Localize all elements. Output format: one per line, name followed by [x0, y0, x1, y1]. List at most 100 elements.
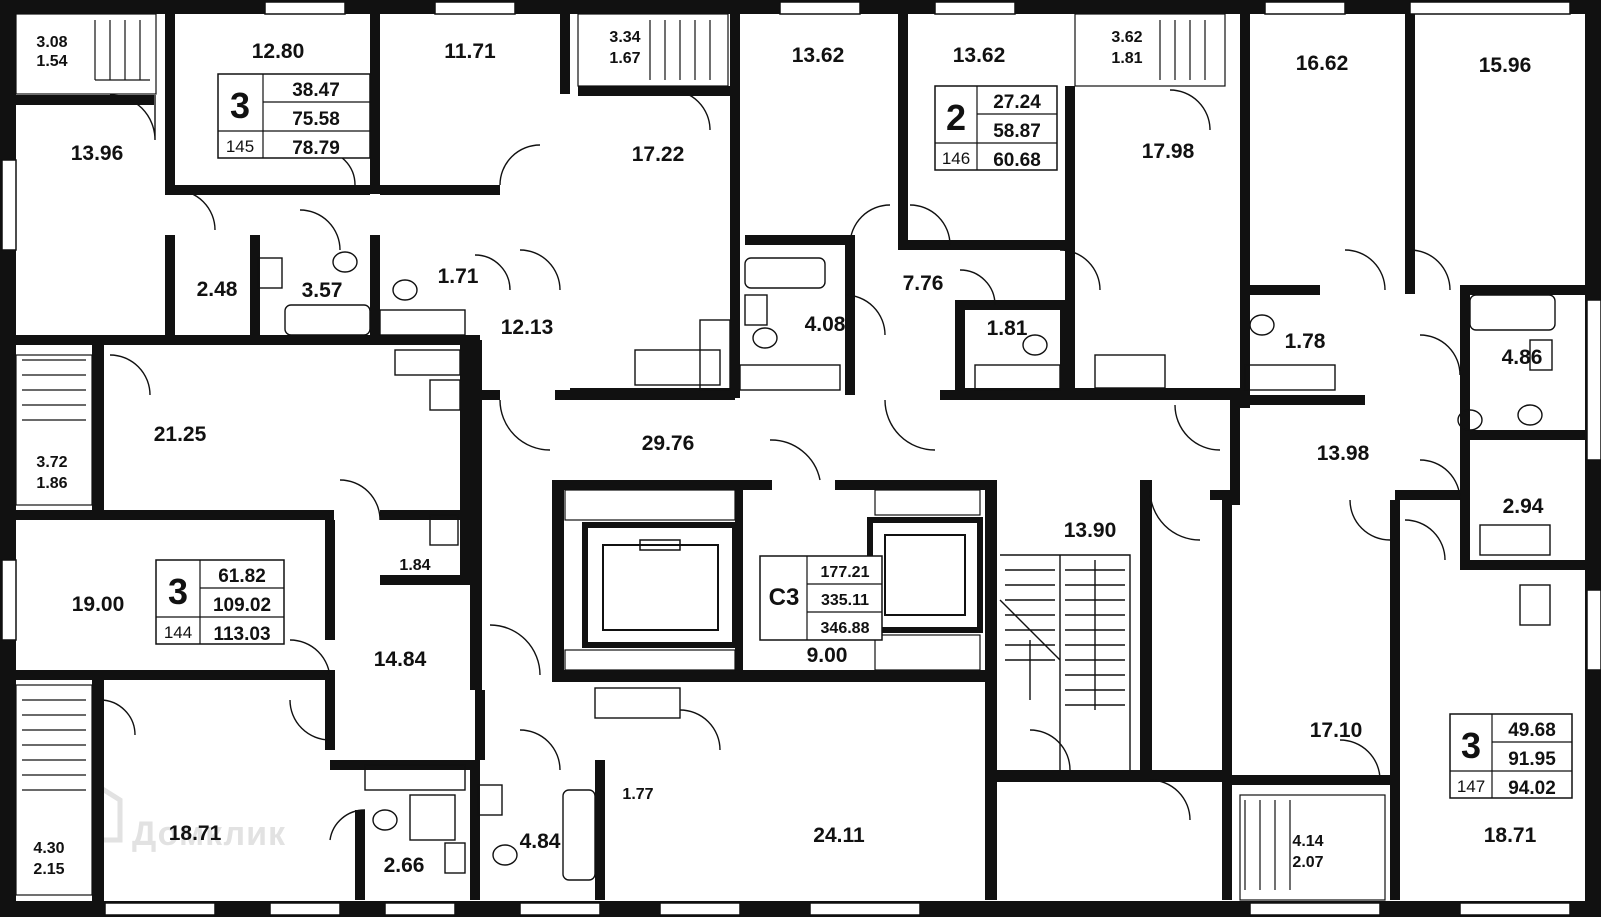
room-area: 4.86	[1502, 346, 1543, 369]
balcony-area: 3.08	[36, 34, 67, 51]
kitchen-counter	[974, 364, 1061, 391]
room-area: 13.90	[1064, 519, 1117, 542]
watermark-text: Домклик	[132, 815, 286, 853]
room-area: 13.98	[1317, 442, 1370, 465]
staircase	[999, 554, 1131, 770]
room-area: 17.98	[1142, 140, 1195, 163]
common-area-badge: С3 177.21 335.11 346.88	[759, 555, 883, 641]
balcony-top-mid2	[1074, 13, 1226, 87]
kitchen-counter	[634, 349, 721, 386]
room-area: 17.10	[1310, 719, 1363, 742]
apartment-number: 146	[942, 149, 970, 168]
balcony-area: 3.34	[609, 29, 640, 46]
plumbing	[257, 251, 1556, 881]
apartment-badge-147: 3 49.68 91.95 147 94.02	[1449, 713, 1573, 799]
toilet	[1517, 404, 1543, 426]
kitchen-counter	[594, 687, 681, 719]
room-area: 24.11	[813, 824, 865, 847]
kitchen-counter	[739, 364, 841, 391]
room-area: 1.78	[1285, 330, 1326, 353]
apartment-rooms: 3	[230, 85, 250, 126]
balcony-area-coef: 1.86	[36, 475, 67, 492]
balcony-area-coef: 1.54	[36, 53, 67, 70]
sink	[257, 257, 283, 289]
balcony-area-coef: 1.81	[1111, 50, 1142, 67]
room-area: 3.57	[302, 279, 343, 302]
sink	[1519, 584, 1551, 626]
sink	[444, 842, 466, 874]
room-area: 18.71	[169, 822, 222, 845]
apartment-living-area: 49.68	[1508, 720, 1556, 741]
room-area: 12.80	[252, 40, 305, 63]
sink	[744, 294, 768, 326]
apartment-number: 145	[226, 137, 254, 156]
balcony-area-coef: 1.67	[609, 50, 640, 67]
balcony-area: 4.30	[33, 840, 64, 857]
room-area: 12.13	[501, 316, 554, 339]
kitchen-counter	[1094, 354, 1166, 389]
apartment-total-with-balcony: 94.02	[1508, 778, 1556, 799]
bathtub	[284, 304, 371, 336]
sink	[429, 379, 461, 411]
balcony-bottom-right	[1239, 794, 1386, 901]
common-area-code: С3	[769, 584, 800, 611]
apartment-badge-145: 3 38.47 75.58 145 78.79	[217, 73, 371, 159]
room-area: 13.62	[953, 44, 1006, 67]
sink	[429, 514, 459, 546]
apartment-number: 144	[164, 623, 192, 642]
room-area: 4.84	[520, 830, 561, 853]
room-labels: 12.80 11.71 13.62 13.62 16.62 15.96 13.9…	[71, 40, 1544, 877]
kitchen-counter	[1244, 364, 1336, 391]
room-area: 9.00	[807, 644, 848, 667]
apartment-badge-146: 2 27.24 58.87 146 60.68	[934, 85, 1058, 171]
kitchen-counter	[1479, 524, 1551, 556]
balcony-area: 3.72	[36, 454, 67, 471]
apartment-living-area: 27.24	[993, 92, 1041, 113]
elevator-large	[582, 522, 738, 648]
toilet	[1457, 409, 1483, 431]
balcony-top-mid1	[577, 13, 729, 87]
room-area: 1.84	[399, 557, 430, 574]
toilet	[492, 844, 518, 866]
apartment-number: 147	[1457, 777, 1485, 796]
bathtub	[744, 257, 826, 289]
kitchen-counter	[379, 309, 466, 336]
kitchen-counter	[394, 349, 461, 376]
apartment-rooms: 3	[1461, 725, 1481, 766]
room-area: 7.76	[903, 272, 944, 295]
balconies	[15, 13, 1386, 901]
balcony-area-coef: 2.07	[1292, 854, 1323, 871]
room-area: 4.08	[805, 313, 846, 336]
sink	[477, 784, 503, 816]
balcony-area: 4.14	[1292, 833, 1323, 850]
shaft-details	[564, 489, 981, 671]
room-area: 2.94	[1503, 495, 1544, 518]
room-area: 16.62	[1296, 52, 1349, 75]
common-area-value: 346.88	[821, 620, 870, 637]
toilet	[392, 279, 418, 301]
toilet	[372, 809, 398, 831]
room-area: 1.71	[438, 265, 479, 288]
apartment-rooms: 3	[168, 571, 188, 612]
room-area: 13.96	[71, 142, 124, 165]
balcony-area-coef: 2.15	[33, 861, 64, 878]
balcony-area: 3.62	[1111, 29, 1142, 46]
apartment-total-with-balcony: 113.03	[213, 624, 270, 645]
apartment-total-area: 75.58	[292, 109, 340, 130]
apartment-total-area: 58.87	[993, 121, 1041, 142]
common-area-value: 177.21	[821, 564, 870, 581]
room-area: 18.71	[1484, 824, 1537, 847]
apartment-total-with-balcony: 60.68	[993, 150, 1041, 171]
apartment-living-area: 61.82	[218, 566, 266, 587]
room-area: 11.71	[444, 40, 496, 63]
toilet	[332, 251, 358, 273]
balcony-labels: 3.08 1.54 3.34 1.67 3.62 1.81 3.72 1.86 …	[33, 29, 1323, 878]
room-area: 2.66	[384, 854, 425, 877]
apartment-badge-144: 3 61.82 109.02 144 113.03	[155, 559, 285, 645]
doors	[99, 89, 1461, 841]
kitchen-counter	[364, 764, 466, 791]
elevators	[564, 489, 983, 671]
